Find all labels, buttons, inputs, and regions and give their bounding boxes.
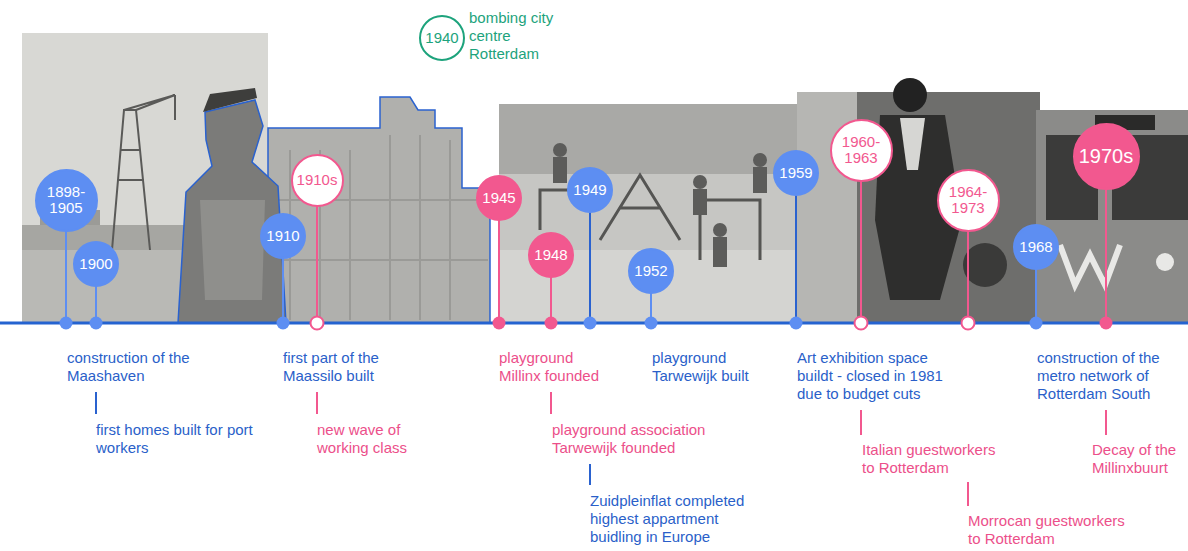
- year-label: 1968: [1019, 239, 1052, 256]
- event-description: Decay of the Millinxbuurt: [1092, 441, 1184, 477]
- event-description: Zuidpleinflat completed highest appartme…: [590, 492, 768, 546]
- event-description: construction of the Maashaven: [67, 349, 202, 385]
- axis-dot: [277, 317, 290, 330]
- year-circle: 1910: [260, 213, 306, 259]
- year-circle: 1970s: [1073, 123, 1140, 190]
- axis-dot: [584, 317, 597, 330]
- event-description: construction of the metro network of Rot…: [1037, 349, 1185, 403]
- year-circle: 1968: [1013, 224, 1059, 270]
- year-label: 1960-1963: [839, 134, 883, 167]
- child-head: [693, 175, 707, 189]
- year-circle: 1945: [476, 175, 522, 221]
- axis-dot: [311, 317, 324, 330]
- year-label: 1964-1973: [946, 184, 990, 217]
- axis-dot: [90, 317, 103, 330]
- axis-dot: [60, 317, 73, 330]
- year-label: 1970s: [1079, 145, 1134, 167]
- guestworker-head: [893, 78, 927, 112]
- axis-dot: [790, 317, 803, 330]
- year-stems: [66, 150, 1106, 323]
- child-body: [753, 167, 767, 193]
- year-circle: 1952: [628, 248, 674, 294]
- year-circle: 1964-1973: [937, 169, 1000, 232]
- event-description: Morrocan guestworkers to Rotterdam: [968, 512, 1133, 548]
- year-label: 1940: [425, 30, 458, 47]
- year-label: 1945: [482, 190, 515, 207]
- year-label: 1949: [573, 182, 606, 199]
- child-head: [553, 143, 567, 157]
- event-description: first homes built for port workers: [96, 421, 266, 457]
- metro-train: [1036, 110, 1188, 323]
- axis-dot: [1100, 317, 1113, 330]
- axis-dot: [855, 317, 868, 330]
- worker-vest: [200, 200, 265, 300]
- leader-line: [1105, 410, 1107, 435]
- year-label: 1952: [634, 263, 667, 280]
- children-figures: [553, 143, 767, 267]
- year-label: 1910: [266, 228, 299, 245]
- year-circle: 1960-1963: [830, 119, 893, 182]
- leader-lines: [96, 392, 1106, 506]
- metro-logo: [1060, 245, 1120, 285]
- leader-line: [967, 482, 969, 506]
- year-label: 1898-1905: [44, 184, 88, 217]
- event-description: new wave of working class: [317, 421, 432, 457]
- year-label: 1900: [79, 256, 112, 273]
- event-description: bombing city centre Rotterdam: [469, 9, 561, 63]
- child-body: [693, 189, 707, 215]
- year-label: 1948: [534, 247, 567, 264]
- leader-line: [95, 392, 97, 414]
- event-description: playground association Tarwewijk founded: [552, 421, 752, 457]
- crane-drawing: [112, 95, 175, 250]
- year-circle: 1898-1905: [35, 169, 98, 232]
- axis-dot: [545, 317, 558, 330]
- year-label: 1959: [779, 165, 812, 182]
- event-description: playground Tarwewijk built: [652, 349, 782, 385]
- worker-cap: [203, 88, 257, 112]
- leader-line: [860, 410, 862, 435]
- event-description: Italian guestworkers to Rotterdam: [862, 441, 1012, 477]
- year-circle: 1948: [528, 232, 574, 278]
- maassilo-building: [268, 97, 490, 323]
- leader-line: [550, 392, 552, 414]
- year-circle: 1900: [73, 241, 119, 287]
- axis-dot: [1030, 317, 1043, 330]
- year-circle: 1910s: [291, 154, 344, 207]
- playground-houses: [499, 104, 797, 174]
- train-headlight: [1156, 253, 1174, 271]
- year-circle: 1949: [567, 167, 613, 213]
- second-person: [963, 243, 1007, 287]
- leader-line: [316, 392, 318, 414]
- child-head: [713, 223, 727, 237]
- axis-dots: [60, 317, 1113, 330]
- year-circle: 1940: [419, 15, 465, 61]
- event-description: playground Millinx founded: [499, 349, 614, 385]
- worker-figure: [178, 100, 286, 323]
- leader-line: [589, 464, 591, 485]
- year-label: 1910s: [297, 172, 338, 189]
- axis-dot: [493, 317, 506, 330]
- child-body: [553, 157, 567, 183]
- year-circle: 1959: [773, 150, 819, 196]
- axis-dot: [645, 317, 658, 330]
- event-description: Art exhibition space buildt - closed in …: [797, 349, 967, 403]
- guestworker-shirt: [900, 118, 925, 170]
- guestworker-photo: [797, 92, 1040, 323]
- playground-photo: [499, 104, 797, 323]
- event-description: first part of the Maassilo built: [283, 349, 413, 385]
- child-head: [753, 153, 767, 167]
- child-body: [713, 237, 727, 267]
- axis-dot: [962, 317, 975, 330]
